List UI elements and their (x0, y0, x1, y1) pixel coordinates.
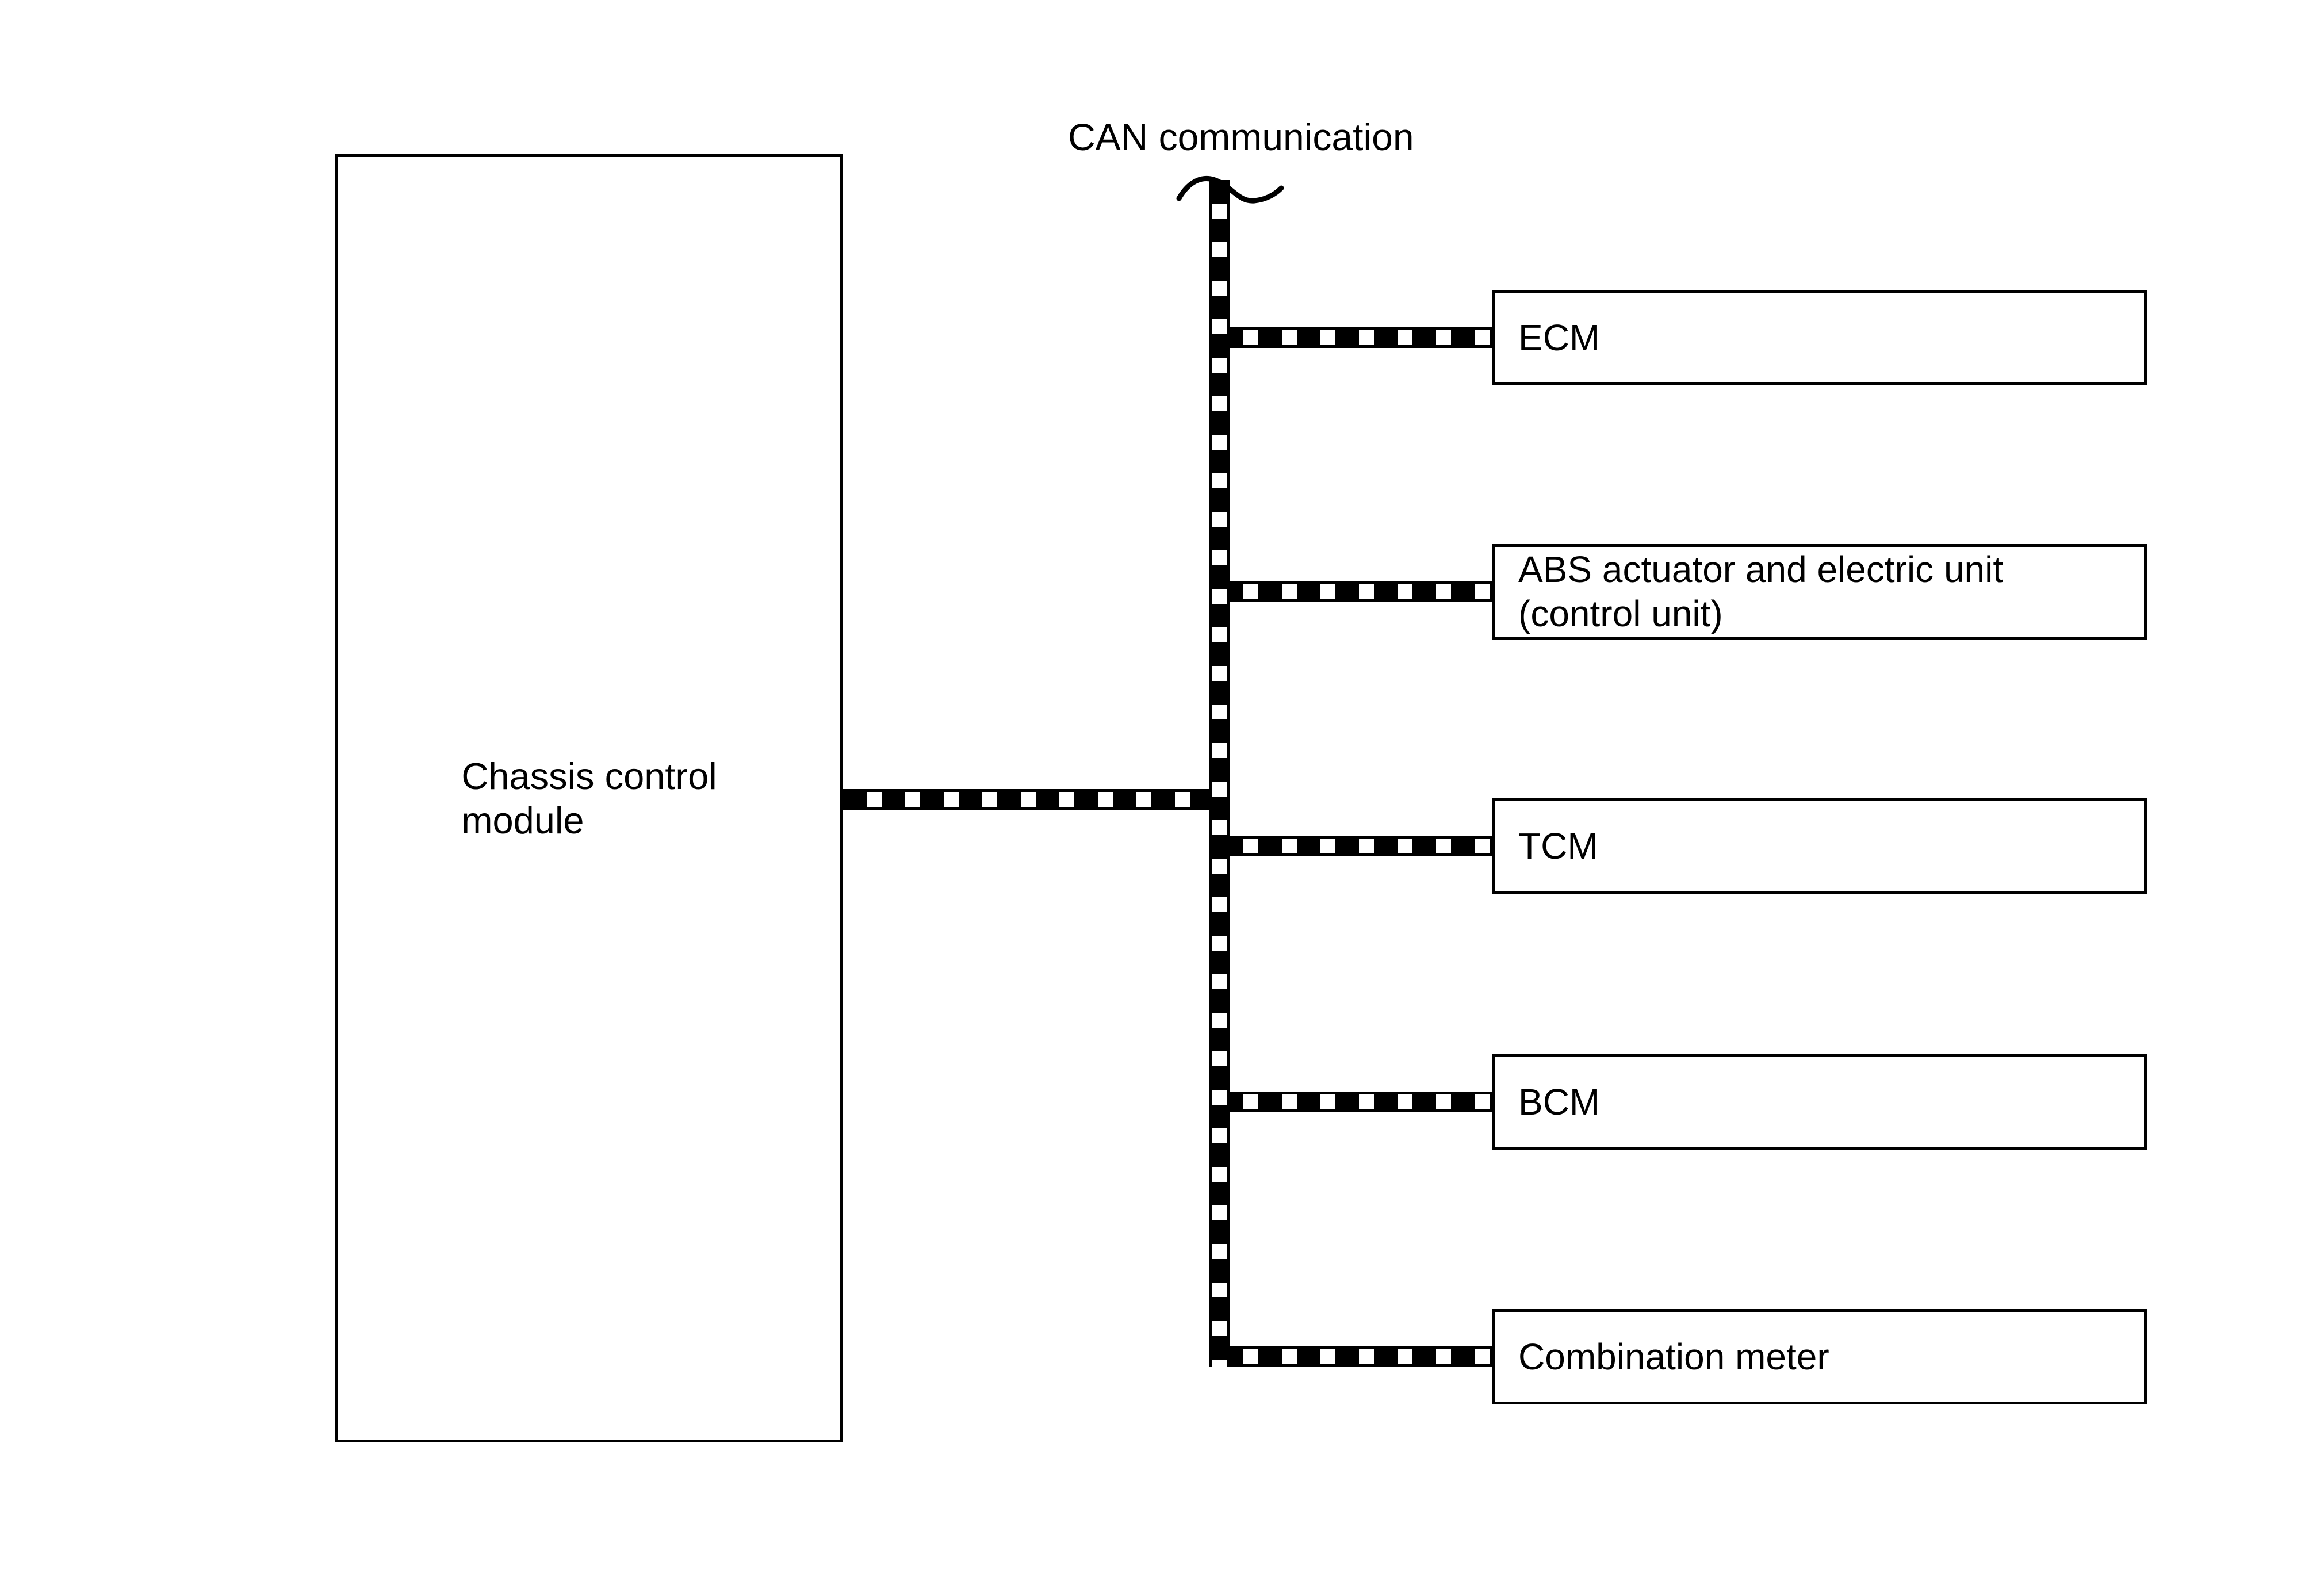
node-box-ecm: ECM (1492, 290, 2147, 385)
node-box-bcm: BCM (1492, 1054, 2147, 1150)
connector-bus-to-abs (1220, 581, 1492, 602)
bus-break-squiggle-icon (1176, 175, 1284, 204)
node-box-tcm: TCM (1492, 798, 2147, 894)
node-label-tcm: TCM (1518, 825, 1598, 867)
node-box-abs: ABS actuator and electric unit (control … (1492, 544, 2147, 640)
can-bus-line (1209, 180, 1230, 1367)
node-label-bcm: BCM (1518, 1081, 1601, 1123)
chassis-control-module-label: Chassis control module (461, 755, 717, 841)
chassis-control-module-box: Chassis control module (335, 154, 843, 1442)
connector-chassis-to-bus (843, 789, 1220, 810)
node-label-ecm: ECM (1518, 316, 1601, 358)
can-communication-label: CAN communication (1068, 116, 1414, 158)
node-box-combination-meter: Combination meter (1492, 1309, 2147, 1404)
connector-bus-to-combination-meter (1220, 1346, 1492, 1367)
node-label-combination-meter: Combination meter (1518, 1335, 1829, 1377)
node-label-abs: ABS actuator and electric unit (control … (1518, 549, 2004, 634)
connector-bus-to-ecm (1220, 327, 1492, 348)
connector-bus-to-tcm (1220, 836, 1492, 856)
connector-bus-to-bcm (1220, 1092, 1492, 1112)
